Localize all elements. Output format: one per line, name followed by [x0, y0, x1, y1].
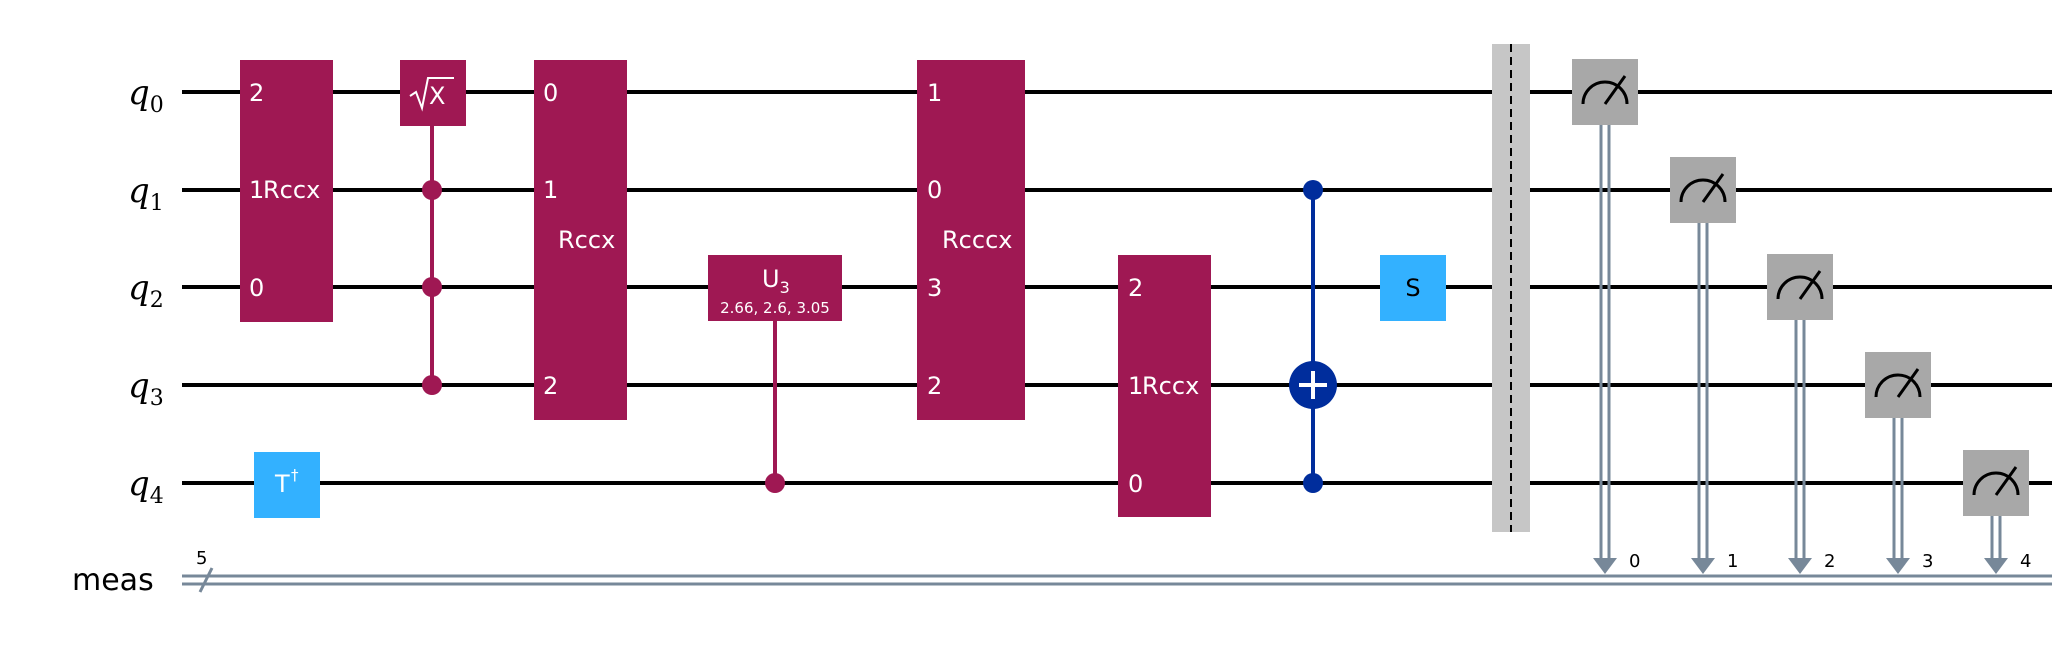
svg-text:†: † [291, 466, 299, 484]
svg-text:S: S [1405, 274, 1420, 302]
measure-gate-q4: 4 [1963, 450, 2031, 574]
control-dot [765, 473, 785, 493]
label-q3: q3 [128, 366, 164, 411]
meter-icon [1874, 373, 1922, 398]
measure-bit-label: 4 [2020, 551, 2031, 572]
svg-text:2.66, 2.6, 3.05: 2.66, 2.6, 3.05 [720, 299, 830, 317]
measure-gate-q1: 1 [1670, 157, 1738, 574]
classical-wire [182, 567, 2052, 593]
control-dot [422, 277, 442, 297]
svg-text:1: 1 [927, 79, 942, 107]
svg-text:0: 0 [1128, 470, 1143, 498]
measure-gate-q2: 2 [1767, 254, 1835, 574]
measure-bit-label: 0 [1629, 551, 1640, 572]
measure-bit-label: 1 [1727, 551, 1738, 572]
cu3-gate: U3 2.66, 2.6, 3.05 [708, 255, 842, 493]
rccx-gate-3: 2 1 Rccx 0 [1118, 255, 1211, 517]
svg-text:Rcccx: Rcccx [942, 226, 1012, 254]
arrow-head-icon [1886, 558, 1910, 574]
measure-gate-q3: 3 [1865, 352, 1933, 574]
svg-text:2: 2 [543, 372, 558, 400]
control-dot [1303, 180, 1323, 200]
rccx-gate-1: 2 1 Rccx 0 [240, 60, 333, 322]
wire-labels: q0 q1 q2 q3 q4 meas [72, 73, 164, 598]
control-dot [422, 375, 442, 395]
svg-text:2: 2 [927, 372, 942, 400]
tdg-gate: T † [254, 452, 320, 518]
svg-text:X: X [429, 82, 445, 110]
rcccx-gate: 1 0 Rcccx 3 2 [917, 60, 1025, 420]
bus-slash [198, 567, 214, 593]
meter-icon [1776, 275, 1824, 300]
measurements: 0 1 2 3 4 [1572, 59, 2031, 574]
measure-bit-label: 3 [1922, 551, 1933, 572]
label-q1: q1 [128, 171, 164, 216]
svg-text:2: 2 [1128, 274, 1143, 302]
control-dot [422, 180, 442, 200]
svg-text:1: 1 [1128, 372, 1143, 400]
meter-icon [1679, 178, 1727, 203]
meter-icon [1581, 80, 1629, 105]
sqrt-icon [409, 77, 454, 112]
arrow-head-icon [1691, 558, 1715, 574]
arrow-head-icon [1593, 558, 1617, 574]
arrow-head-icon [1984, 558, 2008, 574]
s-gate: S [1380, 255, 1446, 321]
svg-text:1: 1 [543, 176, 558, 204]
svg-text:0: 0 [543, 79, 558, 107]
label-q4: q4 [128, 464, 164, 509]
svg-text:Rccx: Rccx [558, 226, 615, 254]
arrow-head-icon [1788, 558, 1812, 574]
measure-gate-q0: 0 [1572, 59, 1640, 574]
label-q0: q0 [128, 73, 164, 118]
classical-size: 5 [196, 548, 207, 569]
control-dot [1303, 473, 1323, 493]
ccx-gate [1289, 180, 1337, 493]
svg-text:0: 0 [249, 274, 264, 302]
svg-text:U3: U3 [762, 265, 790, 297]
measure-bit-label: 2 [1824, 551, 1835, 572]
svg-text:Rccx: Rccx [263, 176, 320, 204]
svg-text:2: 2 [249, 79, 264, 107]
qubit-wires [182, 90, 2052, 485]
svg-text:T: T [274, 470, 290, 498]
svg-text:Rccx: Rccx [1142, 372, 1199, 400]
label-q2: q2 [128, 268, 164, 313]
svg-text:1: 1 [249, 176, 264, 204]
meter-icon [1972, 471, 2020, 496]
svg-text:0: 0 [927, 176, 942, 204]
svg-text:3: 3 [927, 274, 942, 302]
csx-gate: X [400, 60, 466, 395]
label-meas: meas [72, 563, 154, 598]
barrier [1492, 44, 1530, 532]
rccx-gate-2: 0 1 Rccx 2 [534, 60, 627, 420]
